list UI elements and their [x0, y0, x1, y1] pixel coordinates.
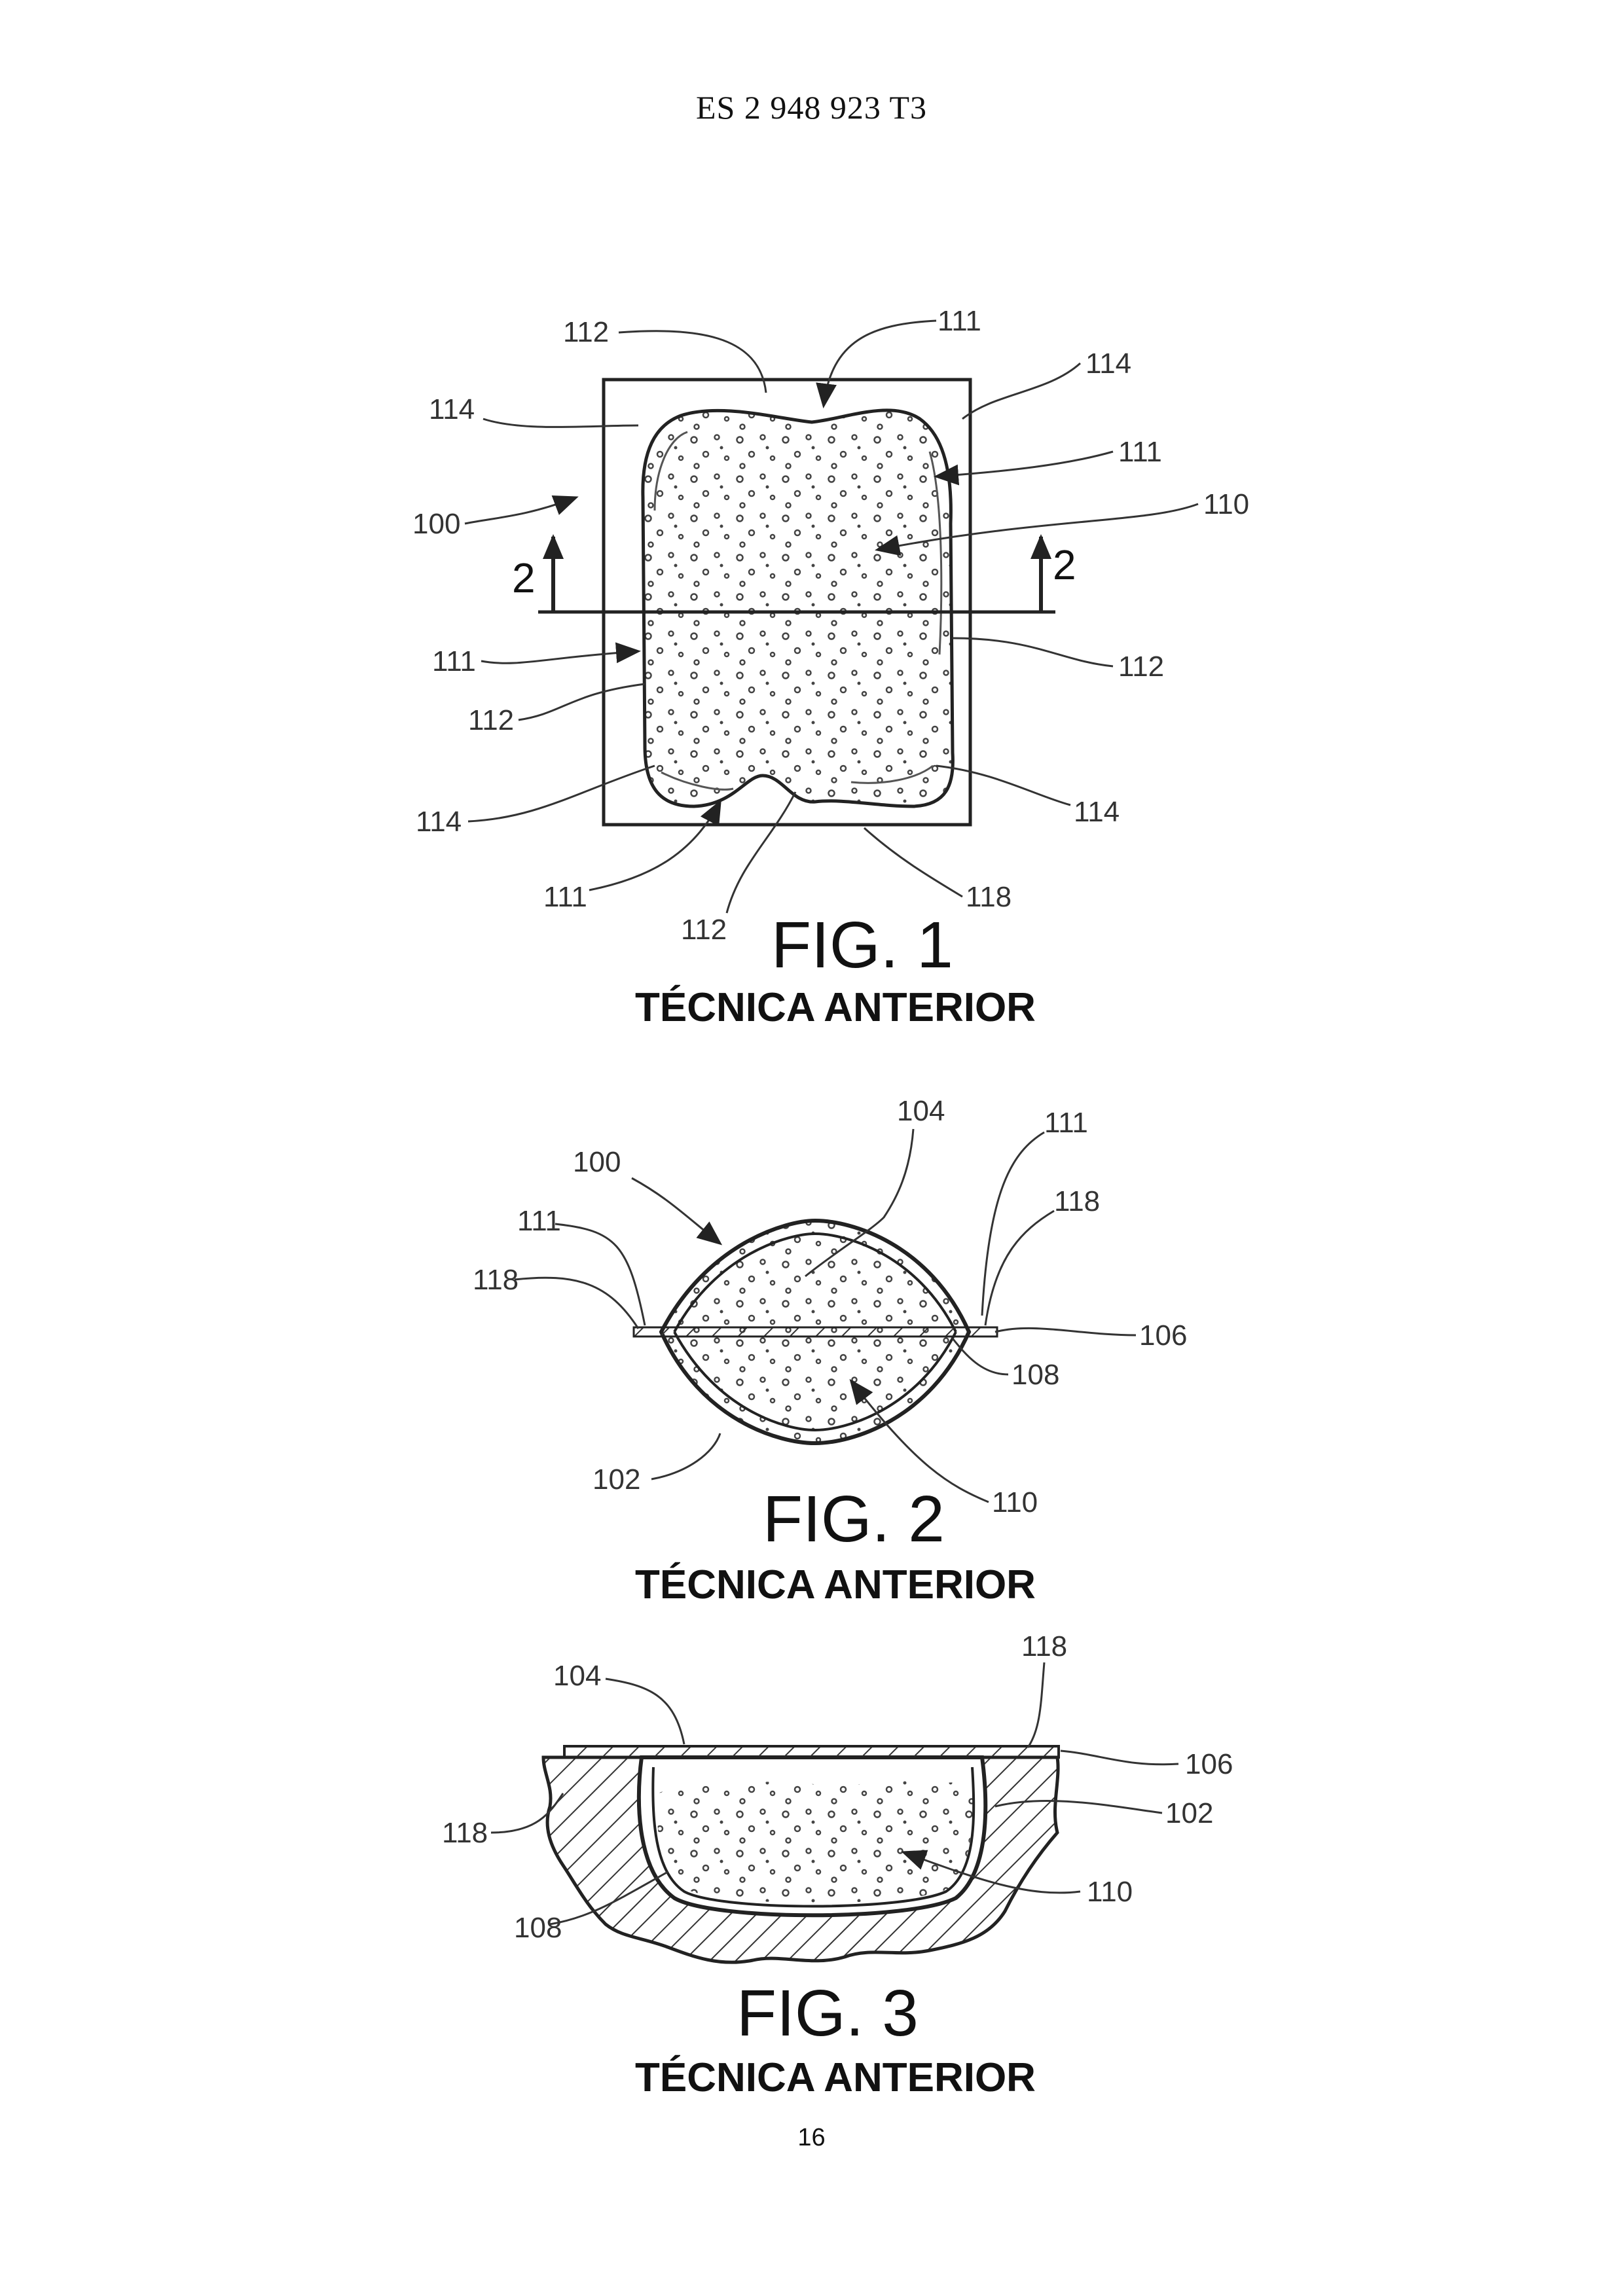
- fig2-label: 111: [517, 1205, 561, 1237]
- fig1-label: 110: [1203, 488, 1249, 520]
- fig1-label: 112: [1118, 651, 1164, 683]
- fig1-section-marker-right: 2: [1053, 541, 1076, 588]
- fig2-label: 110: [992, 1486, 1038, 1518]
- fig1-label: 114: [1085, 348, 1131, 380]
- figure-1: 2 2 112 111 114 114: [412, 305, 1249, 1030]
- fig3-label: 108: [514, 1912, 562, 1944]
- fig1-label: 114: [429, 393, 475, 425]
- fig1-pouch: [643, 410, 953, 806]
- fig2-caption: TÉCNICA ANTERIOR: [635, 1562, 1036, 1607]
- fig2-label: 104: [897, 1095, 945, 1127]
- fig1-label: 112: [468, 704, 514, 736]
- fig2-label: 111: [1044, 1107, 1088, 1139]
- fig3-caption: TÉCNICA ANTERIOR: [635, 2055, 1036, 2100]
- fig1-section-marker-left: 2: [512, 554, 536, 601]
- fig3-title: FIG. 3: [737, 1977, 919, 2050]
- fig3-label: 106: [1185, 1748, 1233, 1780]
- figure-3: 118 104 106 102 118 110 108 FIG. 3 TÉCNI…: [442, 1630, 1233, 2100]
- fig2-label: 118: [1054, 1185, 1100, 1217]
- fig3-label: 118: [1021, 1630, 1067, 1662]
- fig3-label: 110: [1087, 1876, 1133, 1908]
- fig3-label: 104: [553, 1660, 601, 1692]
- fig2-label: 108: [1012, 1359, 1059, 1391]
- fig1-label: 112: [681, 914, 727, 946]
- fig1-label: 114: [416, 806, 462, 838]
- fig3-label: 102: [1165, 1797, 1213, 1829]
- fig2-seal-flange: [634, 1327, 997, 1336]
- fig2-label: 100: [573, 1146, 621, 1178]
- fig1-label: 111: [543, 881, 587, 913]
- fig1-label: 114: [1074, 796, 1120, 828]
- fig2-label: 118: [473, 1264, 519, 1296]
- fig1-label: 111: [1118, 436, 1162, 468]
- figure-2: 104 111 100 111 118 118 106 108 102 110 …: [473, 1095, 1187, 1607]
- fig3-top-film: [564, 1746, 1059, 1757]
- fig2-label: 106: [1139, 1319, 1187, 1352]
- fig2-label: 102: [593, 1463, 640, 1496]
- page-number: 16: [0, 2124, 1623, 2152]
- fig1-label: 111: [432, 645, 476, 677]
- fig1-caption: TÉCNICA ANTERIOR: [635, 985, 1036, 1030]
- fig1-label: 111: [938, 305, 981, 337]
- fig1-label: 100: [412, 508, 460, 540]
- fig3-product: [657, 1780, 973, 1903]
- fig2-title: FIG. 2: [763, 1482, 945, 1556]
- fig3-label: 118: [442, 1817, 488, 1849]
- fig1-title: FIG. 1: [771, 908, 953, 982]
- fig1-label: 112: [563, 316, 609, 348]
- fig1-label: 118: [966, 881, 1012, 913]
